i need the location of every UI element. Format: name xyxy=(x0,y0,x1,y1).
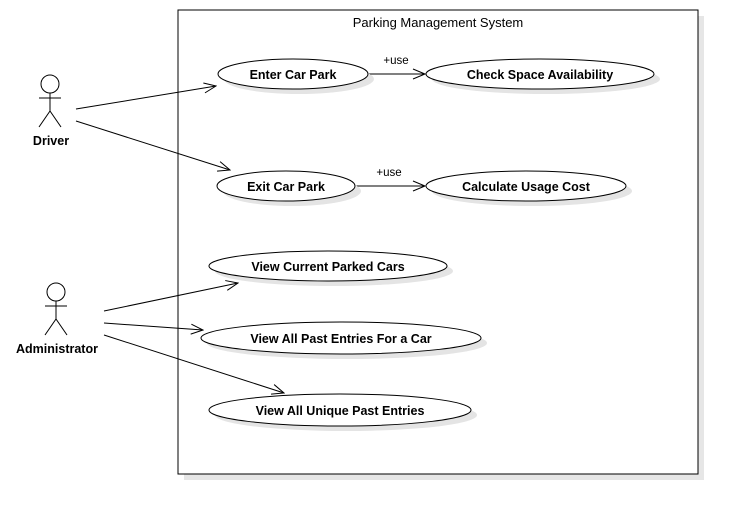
use-case-label: View All Past Entries For a Car xyxy=(250,332,431,346)
use-case-ellipse xyxy=(208,393,472,427)
relation-label-use-exit: +use xyxy=(376,167,401,179)
use-case-exit-car-park[interactable]: Exit Car Park xyxy=(216,170,361,206)
association-driver-enter-car-park xyxy=(75,86,216,110)
association-admin-view-past-car xyxy=(103,322,203,330)
use-case-enter-car-park[interactable]: Enter Car Park xyxy=(217,58,374,94)
use-case-ellipse xyxy=(200,321,482,355)
use-case-ellipse xyxy=(425,58,655,90)
use-case-calculate-usage-cost[interactable]: Calculate Usage Cost xyxy=(425,170,632,206)
use-case-label: Exit Car Park xyxy=(247,180,325,194)
actor-administrator-left-leg xyxy=(44,318,57,336)
association-admin-view-unique xyxy=(103,334,284,393)
actor-administrator[interactable]: Administrator xyxy=(16,282,98,356)
use-case-label: View Current Parked Cars xyxy=(251,260,404,274)
actor-driver[interactable]: Driver xyxy=(33,74,69,148)
use-case-view-all-past-entries-for-a-car[interactable]: View All Past Entries For a Car xyxy=(200,321,487,359)
use-case-check-space-availability[interactable]: Check Space Availability xyxy=(425,58,660,94)
use-case-label: Enter Car Park xyxy=(250,68,337,82)
use-case-label: Check Space Availability xyxy=(467,68,613,82)
actor-administrator-head xyxy=(46,282,66,302)
use-case-label: Calculate Usage Cost xyxy=(462,180,591,194)
association-admin-view-current xyxy=(103,283,238,312)
actor-driver-label: Driver xyxy=(33,134,69,148)
associations xyxy=(75,74,425,393)
relation-label-use-enter: +use xyxy=(383,55,408,67)
system-title: Parking Management System xyxy=(353,15,524,30)
actor-administrator-label: Administrator xyxy=(16,342,98,356)
actor-driver-right-leg xyxy=(49,110,62,128)
actor-driver-head xyxy=(40,74,60,94)
actor-administrator-right-leg xyxy=(55,318,68,336)
use-case-ellipse xyxy=(217,58,369,90)
use-case-ellipse xyxy=(208,250,448,282)
use-case-view-all-unique-past-entries[interactable]: View All Unique Past Entries xyxy=(208,393,477,431)
use-case-label: View All Unique Past Entries xyxy=(256,404,425,418)
actor-driver-left-leg xyxy=(38,110,51,128)
use-case-view-current-parked-cars[interactable]: View Current Parked Cars xyxy=(208,250,453,286)
use-case-ellipse xyxy=(425,170,627,202)
use-case-ellipse xyxy=(216,170,356,202)
association-driver-exit-car-park xyxy=(75,120,230,170)
